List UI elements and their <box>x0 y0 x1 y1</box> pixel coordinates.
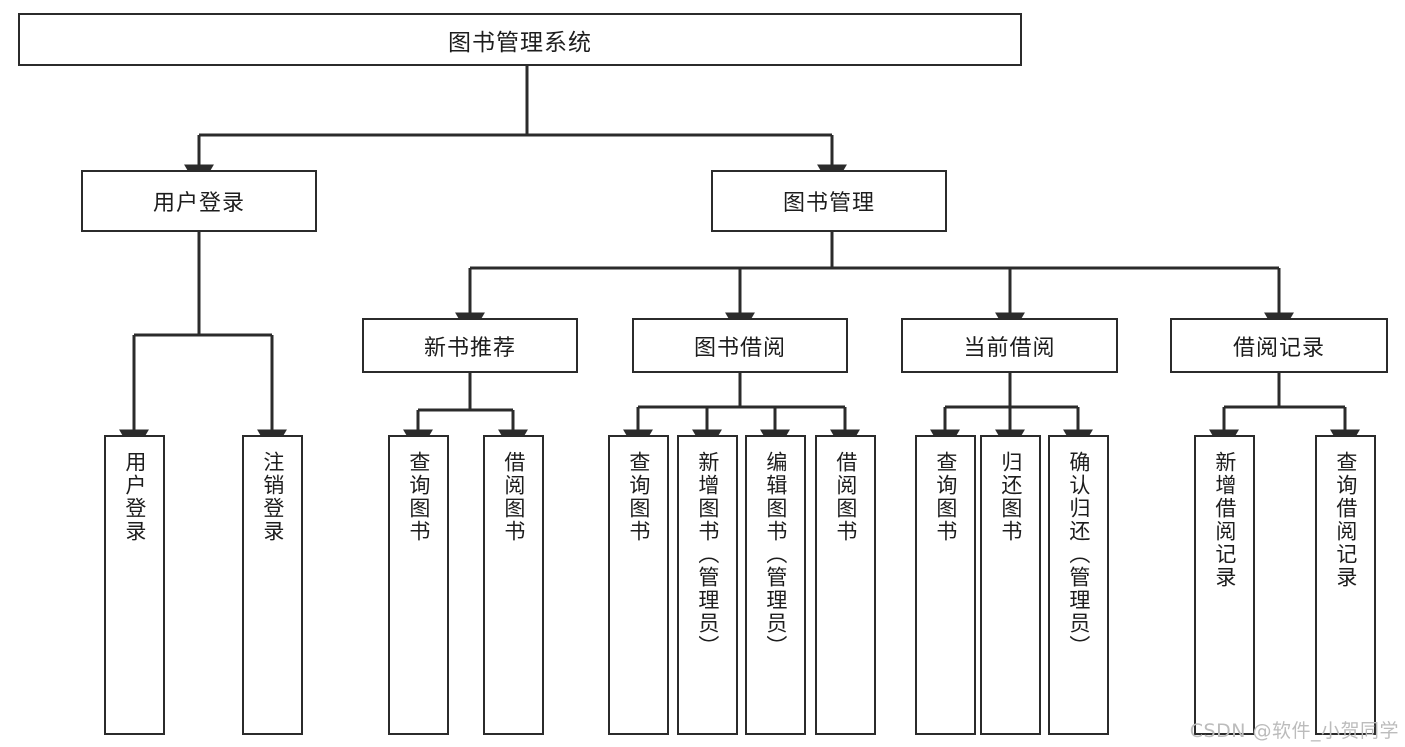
node-book-borrowing[interactable]: 图书借阅 <box>632 318 848 373</box>
node-label: 确认归还（管理员） <box>1066 451 1091 658</box>
node-label: 图书借阅 <box>693 335 786 361</box>
node-label: 借阅图书 <box>833 451 858 543</box>
node-current-borrowing[interactable]: 当前借阅 <box>901 318 1118 373</box>
node-label: 新书推荐 <box>423 335 516 361</box>
leaf-query-books-borrow[interactable]: 查询图书 <box>608 435 669 735</box>
leaf-borrow-books-new[interactable]: 借阅图书 <box>483 435 544 735</box>
node-label: 编辑图书（管理员） <box>763 451 788 658</box>
node-label: 用户登录 <box>152 191 245 216</box>
leaf-edit-book-admin[interactable]: 编辑图书（管理员） <box>745 435 806 735</box>
node-label: 借阅记录 <box>1232 335 1325 361</box>
node-label: 查询图书 <box>933 451 958 543</box>
node-label: 借阅图书 <box>501 451 526 543</box>
node-label: 图书管理系统 <box>448 29 592 56</box>
node-label: 查询图书 <box>626 451 651 543</box>
leaf-query-books-current[interactable]: 查询图书 <box>915 435 976 735</box>
node-label: 注销登录 <box>260 451 285 543</box>
leaf-query-books-new[interactable]: 查询图书 <box>388 435 449 735</box>
leaf-borrow-books[interactable]: 借阅图书 <box>815 435 876 735</box>
node-label: 当前借阅 <box>963 335 1056 361</box>
node-new-book-recommendation[interactable]: 新书推荐 <box>362 318 578 373</box>
node-label: 新增图书（管理员） <box>695 451 720 658</box>
leaf-query-borrow-record[interactable]: 查询借阅记录 <box>1315 435 1376 735</box>
node-borrowing-records[interactable]: 借阅记录 <box>1170 318 1388 373</box>
leaf-logout[interactable]: 注销登录 <box>242 435 303 735</box>
node-label: 新增借阅记录 <box>1212 451 1237 589</box>
leaf-return-books[interactable]: 归还图书 <box>980 435 1041 735</box>
node-book-management[interactable]: 图书管理 <box>711 170 947 232</box>
node-label: 查询借阅记录 <box>1333 451 1358 589</box>
node-label: 归还图书 <box>998 451 1023 543</box>
leaf-confirm-return-admin[interactable]: 确认归还（管理员） <box>1048 435 1109 735</box>
node-user-login[interactable]: 用户登录 <box>81 170 317 232</box>
node-label: 查询图书 <box>406 451 431 543</box>
watermark: CSDN @软件_小贺同学 <box>1189 720 1399 742</box>
node-root-book-management-system[interactable]: 图书管理系统 <box>18 13 1022 66</box>
node-label: 用户登录 <box>122 451 147 543</box>
leaf-add-borrow-record[interactable]: 新增借阅记录 <box>1194 435 1255 735</box>
node-label: 图书管理 <box>782 191 875 216</box>
leaf-add-book-admin[interactable]: 新增图书（管理员） <box>677 435 738 735</box>
leaf-user-login[interactable]: 用户登录 <box>104 435 165 735</box>
